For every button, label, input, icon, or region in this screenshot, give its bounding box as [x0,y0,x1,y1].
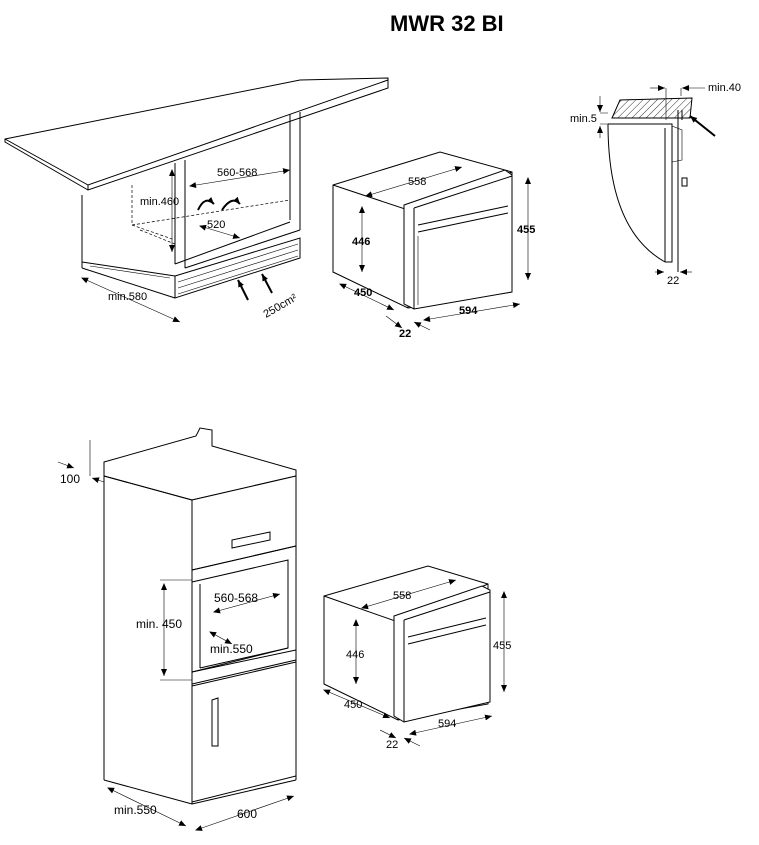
oven-b-width-label: 558 [393,590,411,602]
oven-dimensions-top: 558 446 455 450 594 22 [332,151,535,340]
top-gap-label: min.40 [708,82,741,94]
oven-width-label: 558 [408,176,426,188]
column-installation: 100 560-568 min. 450 min.550 min.550 600 [57,427,297,831]
column-min-height-label: min. 450 [136,617,182,631]
oven-outer-height-label: 455 [517,224,535,236]
under-counter-installation: 560-568 min.460 520 min.580 250cm² [4,77,389,323]
oven-front-width-label: 594 [459,305,478,317]
profile-thickness-label: 22 [667,275,679,287]
oven-depth-label: 450 [354,287,372,299]
oven-b-front-thickness-label: 22 [386,739,398,751]
column-cutout-width-label: 560-568 [214,591,258,605]
oven-b-front-width-label: 594 [438,718,456,730]
side-gap-label: min.5 [570,113,597,125]
column-width-label: 600 [237,807,257,821]
column-depth-label: min.550 [210,642,253,656]
oven-b-outer-height-label: 455 [493,640,511,652]
floor-depth-label: min.580 [108,291,147,303]
side-profile: min.40 min.5 22 [570,82,741,287]
cutout-width-label: 560-568 [217,167,257,179]
column-top-gap-label: 100 [60,472,80,486]
oven-front-thickness-label: 22 [399,328,411,340]
oven-b-inner-height-label: 446 [346,649,364,661]
min-height-label: min.460 [140,196,179,208]
oven-dimensions-bottom: 558 446 455 450 594 22 [323,565,511,751]
column-base-depth-label: min.550 [114,803,157,817]
ventilation-area-label: 250cm² [262,292,300,321]
depth-label: 520 [207,219,225,231]
model-title: MWR 32 BI [390,11,504,36]
oven-inner-height-label: 446 [352,236,370,248]
oven-b-depth-label: 450 [344,699,362,711]
